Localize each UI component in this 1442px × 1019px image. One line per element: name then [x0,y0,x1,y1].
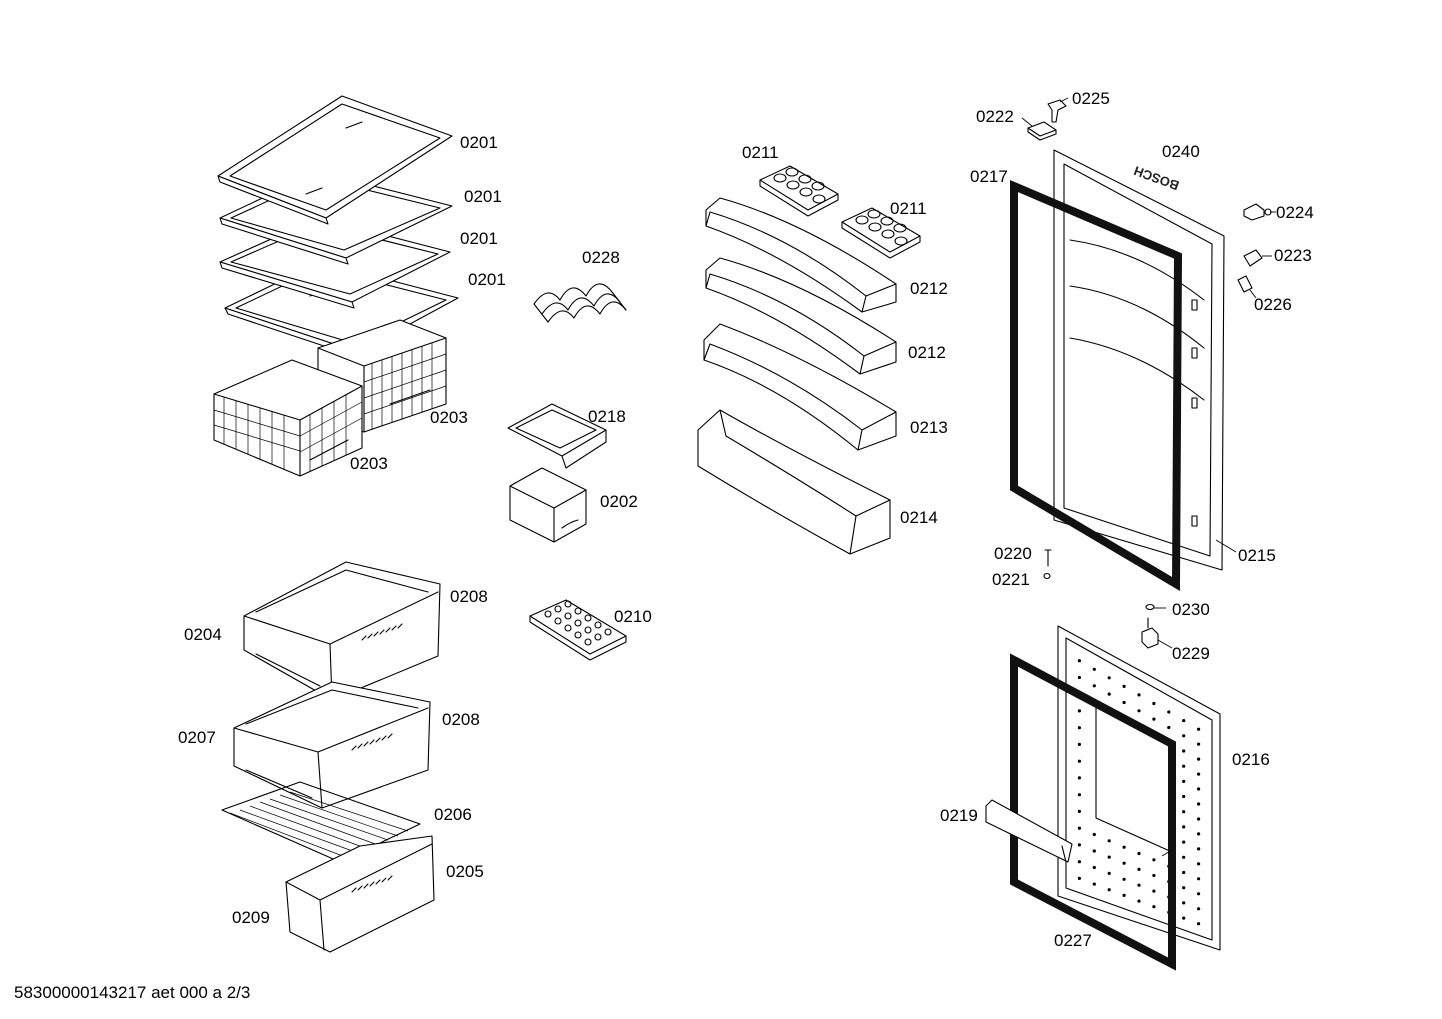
label-bracket-right: 0223 [1274,246,1312,265]
label-hinge-right: 0224 [1276,203,1314,222]
label-upper-door: 0215 [1238,546,1276,565]
label-lower-door: 0216 [1232,750,1270,769]
inner-liner-dots [1077,659,1201,926]
lower-door [1057,625,1221,951]
label-drawer-mid-front: 0208 [442,710,480,729]
label-drawer-low-side: 0209 [232,908,270,927]
label-small-box: 0202 [600,492,638,511]
screw [1044,549,1052,567]
leader-lines [1021,97,1276,857]
label-egg-tray-1: 0211 [742,143,779,162]
label-drawer-top-front: 0208 [450,587,488,606]
label-drawer-top-side: 0204 [184,625,222,644]
label-egg-tray-2: 0211 [890,199,927,218]
upper-door-gasket [1010,179,1183,591]
drawer-top [243,561,441,701]
small-box [509,467,587,543]
crisper-basket-front [213,359,363,477]
label-tray-lid: 0218 [588,407,626,426]
label-door-gasket-lower: 0227 [1054,931,1092,950]
door-shelf-2 [705,257,897,375]
label-drawer-mid-side: 0207 [178,728,216,747]
label-glass-shelf-1: 0201 [460,133,498,152]
label-washer: 0221 [992,570,1030,589]
label-wire-grid: 0206 [434,805,472,824]
label-glass-shelf-4: 0201 [468,270,506,289]
hinge-right [1243,203,1272,221]
label-clip-right: 0226 [1254,295,1292,314]
hinge-mid [1141,617,1159,649]
label-crisper-front: 0203 [350,454,388,473]
label-crisper-back: 0203 [430,408,468,427]
label-bottle-shelf: 0214 [900,508,938,527]
label-drawer-low-front: 0205 [446,862,484,881]
wire-grid [221,781,421,863]
label-door-shelf-1: 0212 [910,279,948,298]
label-hinge-pin-top: 0225 [1072,89,1110,108]
clip-right [1237,275,1253,293]
washer [1043,572,1051,580]
glass-shelf-1 [217,95,453,225]
drawer-bottom [285,835,435,953]
lower-door-gasket [1010,653,1176,971]
hinge-cover-top [1027,121,1057,141]
egg-tray-1 [759,165,839,217]
label-glass-shelf-3: 0201 [460,229,498,248]
label-ice-tray: 0210 [614,607,652,626]
handle-strip [985,799,1073,863]
label-glass-shelf-2: 0201 [464,187,502,206]
label-hinge-cover-top: 0222 [976,107,1014,126]
drawing-reference: 58300000143217 aet 000 a 2/3 [14,983,250,1002]
part-labels: 0201 0201 0201 0201 0203 0203 0228 0218 … [178,89,1314,950]
bottle-shelf [697,409,891,555]
label-handle-strip: 0219 [940,806,978,825]
label-screw: 0220 [994,544,1032,563]
tray-lid [507,403,607,469]
glass-shelf-group [217,95,459,359]
ice-tray [529,599,627,661]
label-bottle-rack: 0228 [582,248,620,267]
bottle-rack [533,283,627,323]
hinge-pin-top [1047,99,1067,123]
label-hinge-mid: 0229 [1172,644,1210,663]
cap [1145,603,1155,611]
door-shelf-1 [705,197,897,313]
label-cap: 0230 [1172,600,1210,619]
bracket-right [1243,249,1263,267]
label-door-shelf-3: 0213 [910,418,948,437]
drawer-middle [233,681,431,809]
label-door-shelf-2: 0212 [908,343,946,362]
door-shelf-3 [703,323,897,451]
label-brand-plate: 0240 [1162,142,1200,161]
brand-text: BOSCH [1132,163,1181,193]
egg-tray-2 [841,207,921,259]
label-door-gasket-upper: 0217 [970,167,1008,186]
